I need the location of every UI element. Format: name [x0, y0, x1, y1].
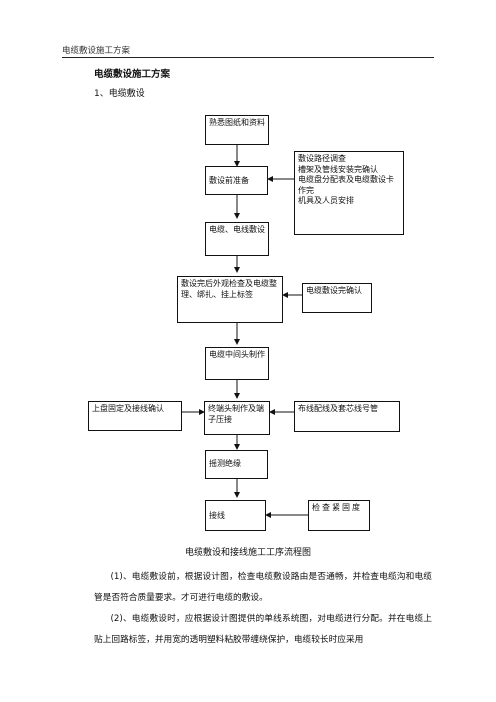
side-laying-confirm: 电缆敷设完确认: [302, 283, 372, 313]
flow-step-study-drawings: 熟悉图纸和资料: [205, 115, 269, 145]
header-divider: [62, 57, 434, 58]
flow-step-inspection: 敷设完后外观检查及电缆整理、绑扎、挂上标签: [177, 276, 283, 323]
prep-note: 机具及人员安排: [298, 196, 354, 205]
prep-notes-box: 敷设路径调查 槽架及管线安装完确认 电缆盘分配表及电缆敷设卡作完 机具及人员安排: [294, 151, 404, 235]
flow-step-preparation: 敷设前准备: [205, 166, 268, 195]
paragraph-1: (1)、电缆敷设前，根据设计图，检查电缆敷设路由是否通畅，并检查电缆沟和电缆管是…: [94, 572, 432, 603]
flow-step-insulation-test: 摇测绝缘: [205, 450, 268, 479]
page-header: 电缆敷设施工方案: [62, 46, 131, 56]
prep-note: 槽架及管线安装完确认: [298, 164, 378, 174]
figure-caption: 电缆敷设和接线施工工序流程图: [184, 548, 311, 558]
section-heading: 1、电缆敷设: [94, 89, 145, 99]
prep-note: 敷设路径调查: [298, 154, 346, 163]
prep-note: 电缆盘分配表及电缆敷设卡作完: [298, 175, 394, 195]
side-wiring-marking: 布线配线及套芯线号管: [294, 401, 400, 432]
document-title: 电缆敷设施工方案: [94, 69, 171, 80]
flow-step-connection: 接线: [205, 500, 266, 531]
side-check-tightness: 检查紧固度: [308, 500, 370, 531]
side-fixing-confirm: 上盘固定及接线确认: [88, 401, 182, 431]
flow-step-terminal: 终端头制作及端子压接: [204, 401, 270, 435]
flow-step-cable-laying: 电缆、电线敷设: [205, 222, 269, 256]
paragraph-2: (2)、电缆敷设时，应根据设计图提供的单线系统图，对电缆进行分配。并在电缆上贴上…: [94, 614, 432, 645]
flow-step-middle-joint: 电缆中间头制作: [205, 347, 269, 380]
